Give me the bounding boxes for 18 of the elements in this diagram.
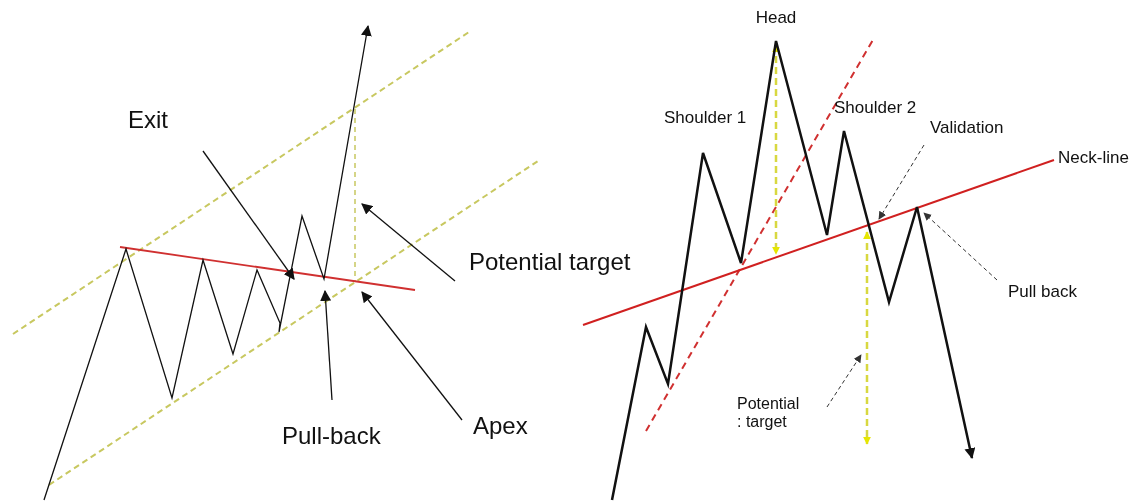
leader-line <box>923 212 998 281</box>
leader-line <box>361 203 456 282</box>
leader-line <box>826 354 862 408</box>
callout-label: Potential target <box>469 248 631 276</box>
leader-line <box>202 150 295 280</box>
callout-label: Potential : target <box>737 395 807 432</box>
callout-label: Exit <box>128 106 168 134</box>
callout-label: Validation <box>930 118 1004 138</box>
pattern-label: Head <box>755 8 797 28</box>
callout-label: Apex <box>473 412 528 440</box>
leader-line <box>361 291 463 421</box>
pattern-label: Shoulder 2 <box>834 98 917 118</box>
pattern-label: Neck-line <box>1058 148 1129 168</box>
pattern-label: Shoulder 1 <box>664 108 747 128</box>
leader-line <box>878 144 925 220</box>
leader-line <box>320 289 333 401</box>
callout-label: Pull-back <box>282 422 381 450</box>
callout-label: Pull back <box>1008 282 1077 302</box>
